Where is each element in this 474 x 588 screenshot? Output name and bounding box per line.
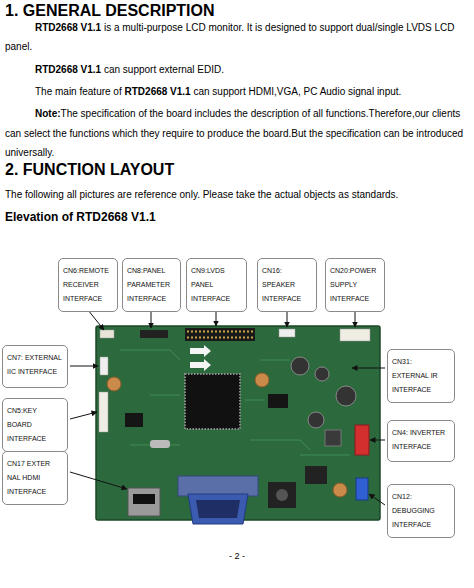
- leader-line: [151, 310, 152, 328]
- crystal: [150, 440, 170, 448]
- header-pins: [187, 337, 253, 339]
- audio-jack-hole: [276, 489, 288, 501]
- description-paragraph: The main feature ofRTD2668 V1.1can suppo…: [5, 82, 471, 101]
- power-connector: [340, 329, 370, 341]
- leader-line: [352, 368, 385, 369]
- speaker-connector: [279, 329, 295, 337]
- callout-box: CN4: INVERTER INTERFACE: [387, 420, 455, 462]
- capacitor: [308, 412, 324, 428]
- leader-line: [216, 310, 217, 326]
- bold-text: Note:: [35, 108, 61, 119]
- remote-connector: [100, 330, 114, 338]
- callout-text: CN9:LVDS PANEL INTERFACE: [191, 264, 242, 306]
- small-chip: [125, 413, 143, 427]
- callout-box: CN17 EXTER NAL HDMI INTERFACE: [2, 451, 68, 505]
- iic-connector: [100, 357, 108, 375]
- leader-line: [70, 412, 97, 419]
- leader-line: [370, 440, 385, 441]
- bold-text: RTD2668 V1.1: [35, 22, 101, 33]
- callout-box: CN12: DEBUGGING INTERFACE: [387, 484, 455, 538]
- body-text: The specification of the board includes …: [5, 108, 463, 158]
- bold-text: RTD2668 V1.1: [35, 64, 101, 75]
- inverter-connector: [355, 425, 369, 455]
- panel-parameter-header: [140, 330, 168, 338]
- callout-box: CN6:REMOTE RECEIVER INTERFACE: [58, 258, 118, 312]
- callout-box: CN5:KEY BOARD INTERFACE: [2, 398, 68, 452]
- capacitor: [291, 357, 309, 375]
- section-heading: 1. GENERAL DESCRIPTION: [5, 1, 465, 21]
- main-chip: [185, 374, 240, 429]
- mounting-hole: [107, 377, 121, 391]
- callout-box: CN16: SPEAKER INTERFACE: [257, 258, 317, 312]
- audio-jack: [268, 482, 296, 508]
- pcb-board: [96, 326, 380, 520]
- leader-line: [287, 310, 288, 327]
- callout-box: CN20:POWER SUPPLY INTERFACE: [325, 258, 385, 312]
- callout-text: CN17 EXTER NAL HDMI INTERFACE: [7, 457, 63, 499]
- silkscreen-arrow: [190, 359, 211, 371]
- callout-box: CN8:PANEL PARAMETER INTERFACE: [122, 258, 181, 312]
- header-pins: [187, 331, 253, 333]
- mounting-hole: [255, 373, 269, 387]
- callout-text: CN7: EXTERNAL IIC INTERFACE: [7, 351, 63, 379]
- lvds-header: [185, 328, 255, 341]
- bold-text: RTD2668 V1.1: [125, 86, 191, 97]
- capacitor: [336, 386, 356, 406]
- callout-text: CN4: INVERTER INTERFACE: [392, 426, 450, 454]
- vga-connector-body: [178, 476, 258, 496]
- body-text: The main feature of: [35, 86, 122, 97]
- section-heading: 2. FUNCTION LAYOUT: [5, 160, 465, 180]
- silkscreen-arrow: [190, 345, 211, 357]
- dc-jack: [305, 466, 327, 484]
- leader-line: [70, 472, 127, 489]
- callout-text: CN16: SPEAKER INTERFACE: [262, 264, 312, 306]
- callout-box: CN7: EXTERNAL IIC INTERFACE: [2, 345, 68, 388]
- callout-text: CN8:PANEL PARAMETER INTERFACE: [127, 264, 176, 306]
- callout-box: CN31: EXTERNAL IR INTERFACE: [387, 349, 455, 403]
- pcb-trace: [120, 350, 350, 455]
- callout-text: CN12: DEBUGGING INTERFACE: [392, 490, 450, 532]
- page-number: - 2 -: [0, 549, 474, 563]
- vga-d-sub-inner: [196, 500, 240, 518]
- leader-line: [355, 310, 356, 327]
- capacitor: [315, 367, 329, 381]
- intro-text: The following all pictures are reference…: [5, 186, 471, 204]
- bold-text: Elevation of RTD2668 V1.1: [5, 210, 156, 224]
- vga-d-sub: [188, 494, 248, 524]
- callout-box: CN9:LVDS PANEL INTERFACE: [186, 258, 247, 312]
- small-chip: [268, 394, 288, 408]
- leader-line: [70, 366, 98, 367]
- debug-connector: [356, 478, 368, 500]
- inductor: [325, 430, 341, 446]
- callout-text: CN20:POWER SUPPLY INTERFACE: [330, 264, 380, 306]
- figure-heading: Elevation of RTD2668 V1.1: [5, 208, 465, 226]
- body-text: The following all pictures are reference…: [5, 189, 398, 200]
- leader-line: [369, 494, 385, 505]
- leader-line: [88, 310, 104, 330]
- hdmi-port: [133, 494, 155, 504]
- description-paragraph: RTD2668 V1.1can support external EDID.: [5, 60, 471, 79]
- body-text: can support external EDID.: [104, 64, 224, 75]
- callout-text: CN31: EXTERNAL IR INTERFACE: [392, 355, 450, 397]
- callout-text: CN6:REMOTE RECEIVER INTERFACE: [63, 264, 113, 306]
- callout-text: CN5:KEY BOARD INTERFACE: [7, 404, 63, 446]
- mounting-hole: [333, 483, 347, 497]
- bold-text: 2. FUNCTION LAYOUT: [5, 161, 174, 178]
- body-text: can support HDMI,VGA, PC Audio signal in…: [193, 86, 401, 97]
- hdmi-connector: [128, 488, 160, 516]
- note-paragraph: Note:The specification of the board incl…: [5, 104, 471, 163]
- body-text: - 2 -: [229, 551, 245, 561]
- description-paragraph: RTD2668 V1.1is a multi-purpose LCD monit…: [5, 18, 471, 56]
- keyboard-connector: [99, 392, 108, 432]
